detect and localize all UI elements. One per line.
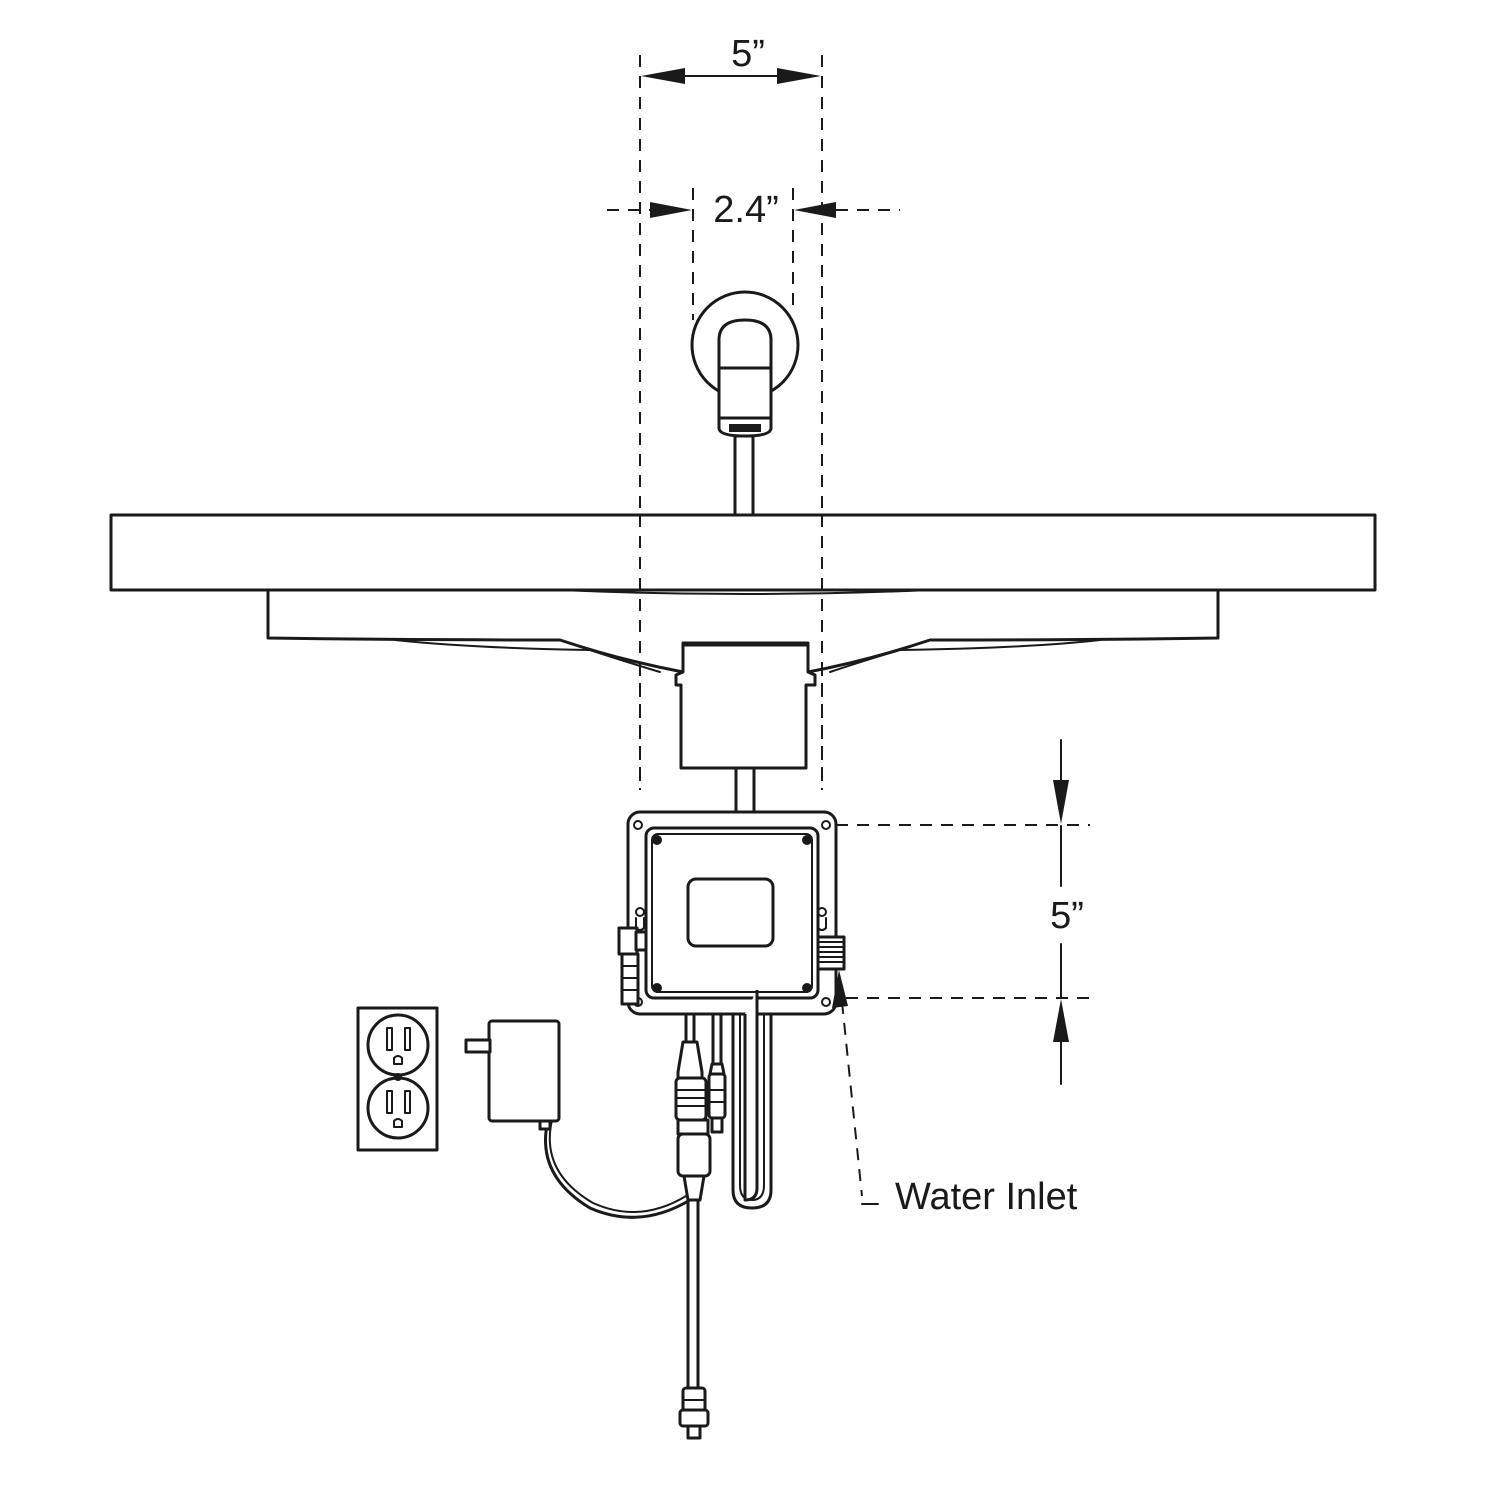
arrowhead-right [794,202,836,218]
dimension-spout-width: 2.4” [607,188,900,320]
sensor-cables [674,1012,727,1440]
arrowhead-down [1053,780,1069,824]
callout-water-inlet: Water Inlet [832,970,1078,1218]
dimension-box-height: 5” [836,739,1090,1085]
outlet-screw [394,1073,402,1081]
control-box [617,810,846,1016]
left-side-connector [617,926,648,1006]
outlet-receptacle-bottom [366,1076,430,1140]
label-outer-width: 5” [731,33,765,75]
arrowhead-left [641,68,685,84]
dimension-guides-over-sink [639,515,823,790]
control-box-window [686,877,775,948]
label-water-inlet: Water Inlet [895,1176,1078,1218]
sink-basin [109,513,1377,814]
water-inlet-fitting [816,935,846,971]
power-adapter [464,1019,692,1219]
arrowhead-up [832,970,848,1008]
outlet-receptacle-top [366,1013,430,1077]
outlet-tubes [731,990,773,1210]
arrowhead-up [1053,999,1069,1042]
countertop [109,513,1377,592]
drain-body [674,643,817,770]
label-box-height: 5” [1050,895,1084,937]
arrowhead-right [777,68,821,84]
control-box-screws [633,820,831,1007]
label-spout-width: 2.4” [713,189,778,231]
faucet-spout [690,290,800,518]
supply-hose [734,766,756,814]
arrowhead-left [650,202,692,218]
cable-connector-main [676,1040,704,1080]
wall-outlet [356,1006,439,1152]
